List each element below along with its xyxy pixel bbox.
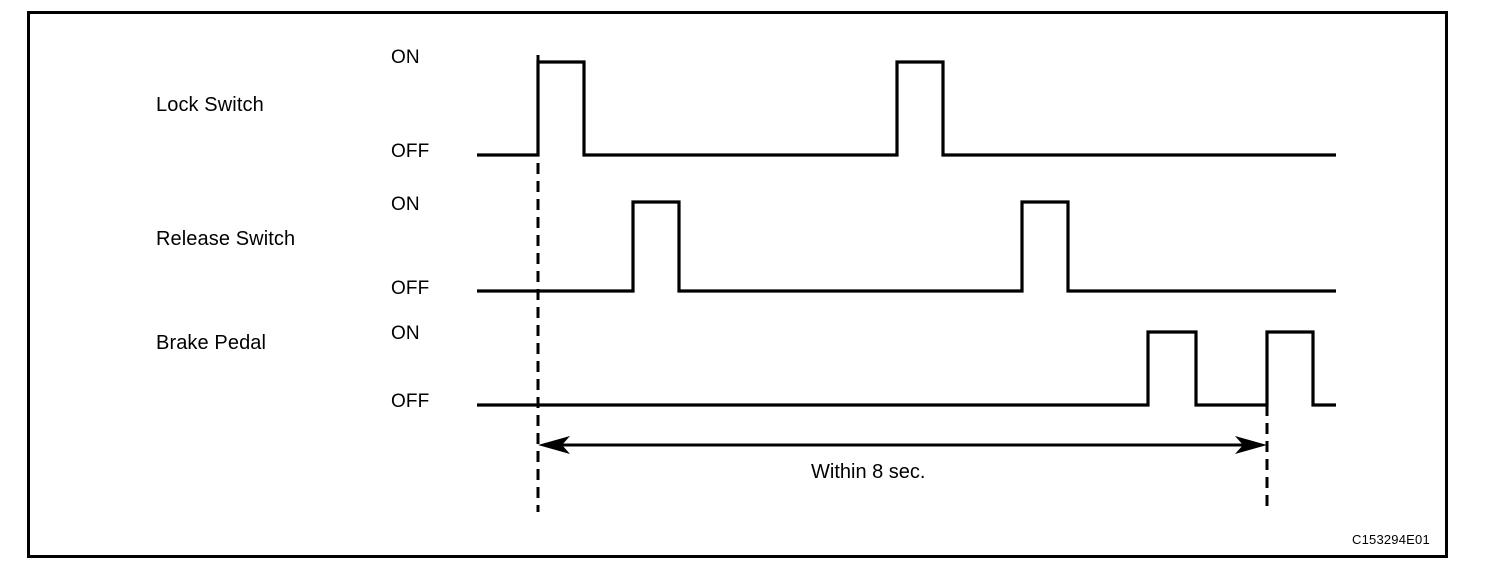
level-label-release-switch-on: ON [391, 194, 420, 215]
signal-label-lock-switch: Lock Switch [156, 94, 264, 116]
signal-label-brake-pedal: Brake Pedal [156, 332, 267, 354]
duration-annotation-label: Within 8 sec. [811, 461, 926, 483]
duration-span-arrow [538, 436, 1267, 454]
waveform-lock-switch [477, 60, 1336, 157]
brake-pedal-trace [477, 330, 1336, 407]
figure-border [27, 11, 1448, 558]
span-arrow-head-right [1235, 436, 1267, 454]
lock-switch-trace [477, 60, 1336, 157]
release-switch-trace [477, 200, 1336, 293]
waveform-release-switch [477, 200, 1336, 293]
signal-label-release-switch: Release Switch [156, 228, 296, 250]
level-label-lock-switch-on: ON [391, 47, 420, 68]
span-arrow-head-left [538, 436, 570, 454]
level-label-brake-pedal-off: OFF [391, 391, 430, 412]
level-label-release-switch-off: OFF [391, 278, 430, 299]
figure-code-label: C153294E01 [1352, 532, 1430, 547]
level-label-brake-pedal-on: ON [391, 323, 420, 344]
level-label-lock-switch-off: OFF [391, 141, 430, 162]
waveform-brake-pedal [477, 330, 1336, 407]
